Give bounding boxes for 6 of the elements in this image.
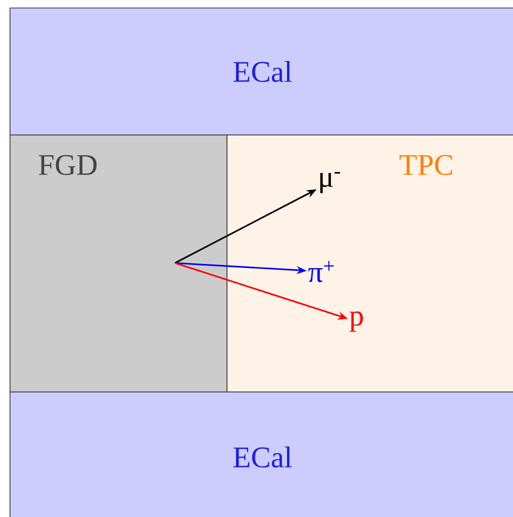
detector-layer: ECal: [10, 392, 513, 517]
detector-layer: ECal: [10, 8, 513, 136]
particle-label: p: [350, 311, 363, 332]
detector-region: FGD: [10, 134, 228, 392]
particle-label: μ$^{-}$: [320, 172, 340, 194]
particle-label: π$^{+}$: [308, 261, 334, 282]
